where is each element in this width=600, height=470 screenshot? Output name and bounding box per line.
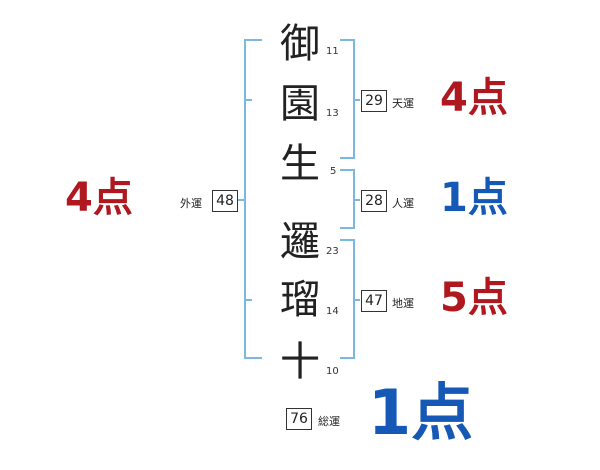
chikaku-score: 5点 bbox=[440, 275, 508, 321]
soukaku-label: 総運 bbox=[318, 415, 340, 428]
name-char-5: 瑠 bbox=[280, 277, 320, 323]
gaikaku-score: 4点 bbox=[65, 175, 133, 221]
gaikaku-value-box: 48 bbox=[212, 190, 238, 212]
name-char-4: 邏 bbox=[280, 219, 320, 265]
soukaku-score: 1点 bbox=[368, 376, 474, 449]
chikaku-label: 地運 bbox=[392, 297, 414, 310]
name-char-6: 十 bbox=[280, 339, 320, 385]
tenkaku-score: 4点 bbox=[440, 75, 508, 121]
stroke-count-2: 13 bbox=[326, 108, 339, 119]
tenkaku-value-box: 29 bbox=[361, 90, 387, 112]
chikaku-value-box: 47 bbox=[361, 290, 387, 312]
stroke-count-4: 23 bbox=[326, 246, 339, 257]
name-char-2: 園 bbox=[280, 81, 320, 127]
jinkaku-label: 人運 bbox=[392, 197, 414, 210]
tenkaku-label: 天運 bbox=[392, 97, 414, 110]
jinkaku-score: 1点 bbox=[440, 175, 508, 221]
soukaku-value-box: 76 bbox=[286, 408, 312, 430]
name-char-3: 生 bbox=[280, 141, 320, 187]
stroke-count-3: 5 bbox=[330, 166, 337, 177]
jinkaku-value-box: 28 bbox=[361, 190, 387, 212]
name-char-1: 御 bbox=[280, 21, 320, 67]
gaikaku-label: 外運 bbox=[180, 197, 202, 210]
stroke-count-1: 11 bbox=[326, 46, 339, 57]
stroke-count-5: 14 bbox=[326, 306, 339, 317]
stroke-count-6: 10 bbox=[326, 366, 339, 377]
